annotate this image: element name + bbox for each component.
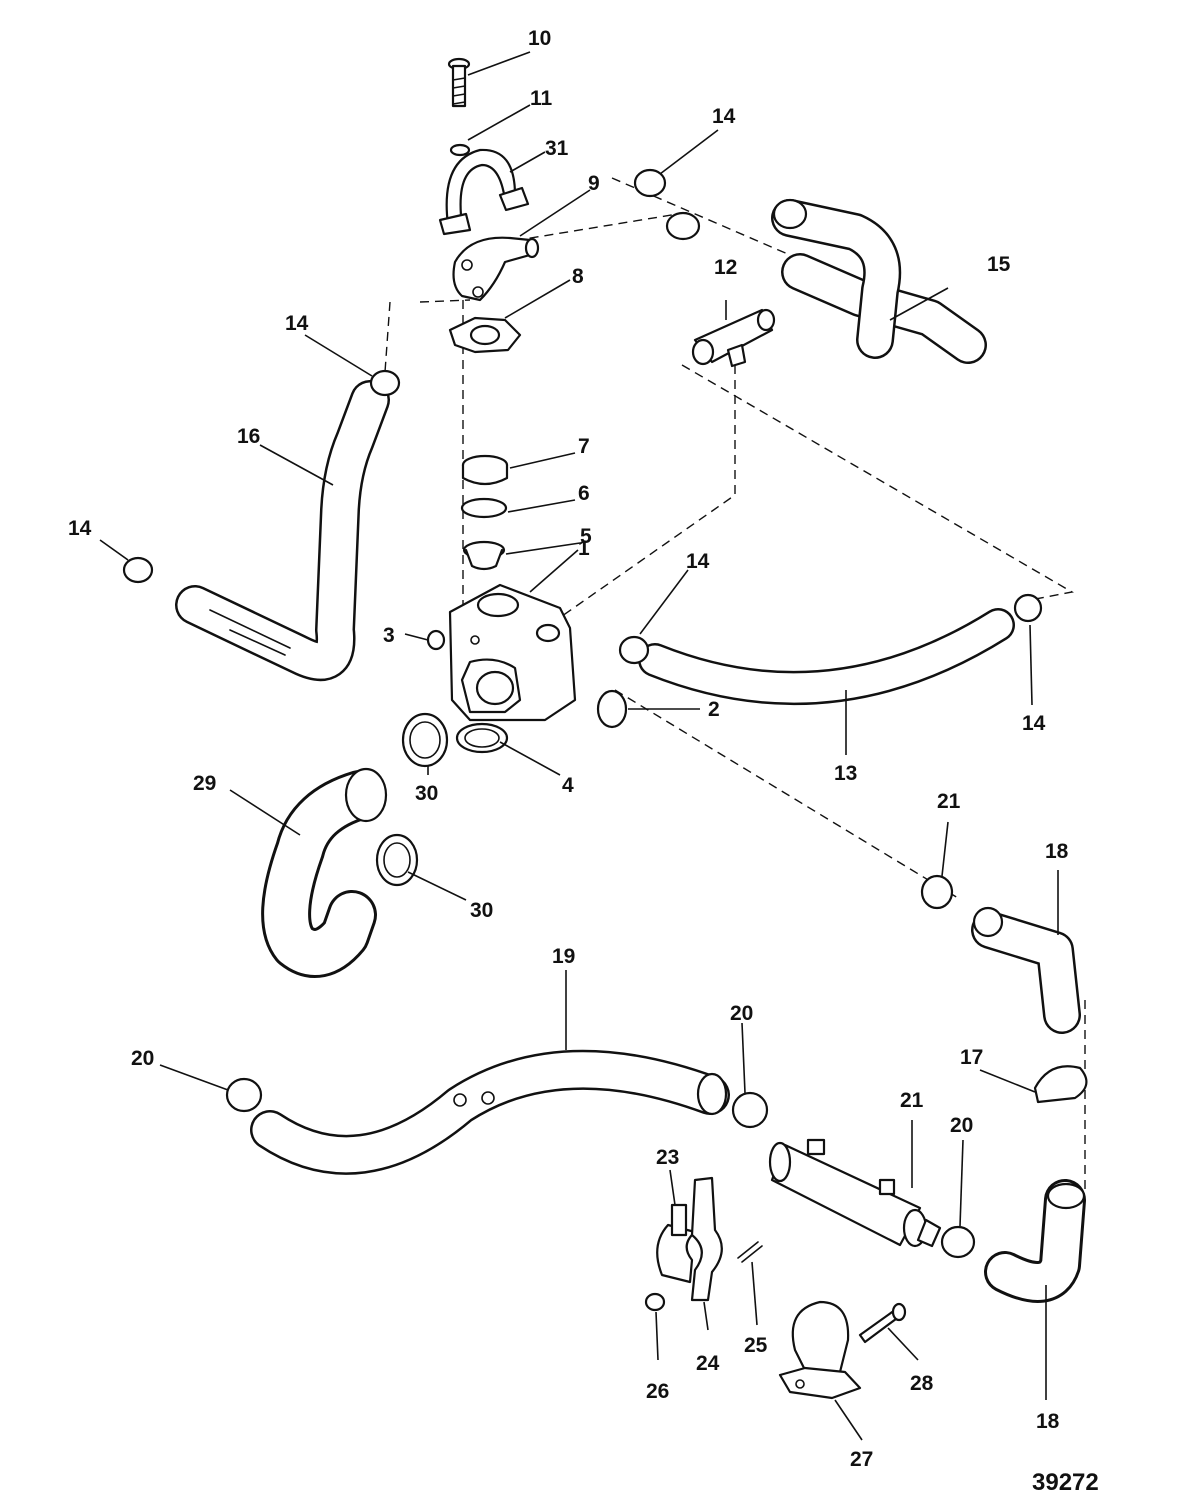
clamp-20-left	[225, 1077, 263, 1113]
gasket-8	[448, 316, 522, 354]
callout-20-mid: 20	[730, 1002, 753, 1025]
clamp-30-upper	[401, 712, 449, 768]
callout-30-lower: 30	[470, 899, 493, 922]
hose-18-upper	[971, 906, 1081, 1034]
clamp-20-mid	[731, 1091, 769, 1129]
thermostat-housing-1	[448, 583, 577, 722]
callout-10: 10	[528, 27, 551, 50]
callout-17: 17	[960, 1046, 983, 1069]
clamp-14-left	[369, 369, 401, 397]
callout-6: 6	[578, 482, 590, 505]
bolt-10	[447, 57, 471, 108]
callout-5: 5	[580, 525, 592, 548]
hose-13	[638, 608, 1015, 705]
callout-20-left: 20	[131, 1047, 154, 1070]
callout-21-lower: 21	[900, 1089, 924, 1112]
cooler-21	[768, 1138, 942, 1248]
callout-25: 25	[744, 1334, 768, 1357]
callout-14-left: 14	[285, 312, 309, 335]
seal-6	[460, 497, 508, 519]
pin-25	[737, 1241, 763, 1263]
callout-18-lower: 18	[1036, 1410, 1060, 1433]
callout-31: 31	[545, 137, 569, 160]
gasket-4	[455, 722, 509, 754]
callout-14-mid: 14	[686, 550, 710, 573]
clamp-21-upper	[920, 874, 954, 910]
callout-29: 29	[193, 772, 216, 795]
callout-14-right: 14	[1022, 712, 1046, 735]
hose-15	[771, 198, 987, 364]
clamp-20-right	[940, 1225, 976, 1259]
thermostat-5	[462, 540, 506, 571]
callout-19: 19	[552, 945, 575, 968]
callout-1: 1	[578, 537, 590, 560]
clamp-14-right	[1013, 593, 1043, 623]
figure-number: 39272	[1032, 1469, 1099, 1496]
callout-16: 16	[237, 425, 260, 448]
callout-30-upper: 30	[415, 782, 438, 805]
clamp-17	[1033, 1065, 1088, 1104]
callout-18-upper: 18	[1045, 840, 1069, 863]
callout-4: 4	[562, 774, 574, 797]
callout-2: 2	[708, 698, 720, 721]
callout-14-top: 14	[712, 105, 736, 128]
clamp-27	[778, 1300, 862, 1400]
callout-12: 12	[714, 256, 737, 279]
bracket-24	[690, 1176, 723, 1302]
ring-7	[461, 454, 509, 486]
callout-11: 11	[530, 87, 553, 110]
callout-26: 26	[646, 1380, 669, 1403]
tee-fitting-12	[691, 308, 776, 368]
clamp-14-top	[633, 168, 701, 241]
callout-14-far-left: 14	[68, 517, 92, 540]
callout-24: 24	[696, 1352, 720, 1375]
callout-7: 7	[578, 435, 590, 458]
hose-19	[250, 1049, 730, 1175]
clamp-14-mid	[618, 635, 650, 665]
hose-29	[261, 767, 388, 978]
callout-15: 15	[987, 253, 1011, 276]
hose-16	[175, 380, 390, 682]
callout-23: 23	[656, 1146, 679, 1169]
nut-26	[644, 1292, 666, 1312]
callout-20-right: 20	[950, 1114, 973, 1137]
leader-lines	[99, 51, 1059, 1441]
clamp-31	[438, 148, 530, 236]
clamp-30-lower	[375, 833, 419, 887]
washer-11	[449, 143, 471, 157]
callout-27: 27	[850, 1448, 873, 1471]
callout-labels: 10 11 31 9 8 14 15 12 14 16 7 6 5 14 1 1…	[68, 27, 1069, 1471]
elbow-2	[596, 689, 628, 729]
hose-18-lower	[984, 1179, 1086, 1303]
fitting-9	[452, 236, 540, 302]
clamp-14-far-left	[122, 556, 154, 584]
callout-3: 3	[383, 624, 395, 647]
callout-21-upper: 21	[937, 790, 961, 813]
callout-13: 13	[834, 762, 857, 785]
callout-9: 9	[588, 172, 600, 195]
callout-8: 8	[572, 265, 584, 288]
screw-28	[858, 1302, 907, 1344]
callout-28: 28	[910, 1372, 934, 1395]
bracket-23	[656, 1203, 697, 1284]
plug-3	[426, 629, 446, 651]
